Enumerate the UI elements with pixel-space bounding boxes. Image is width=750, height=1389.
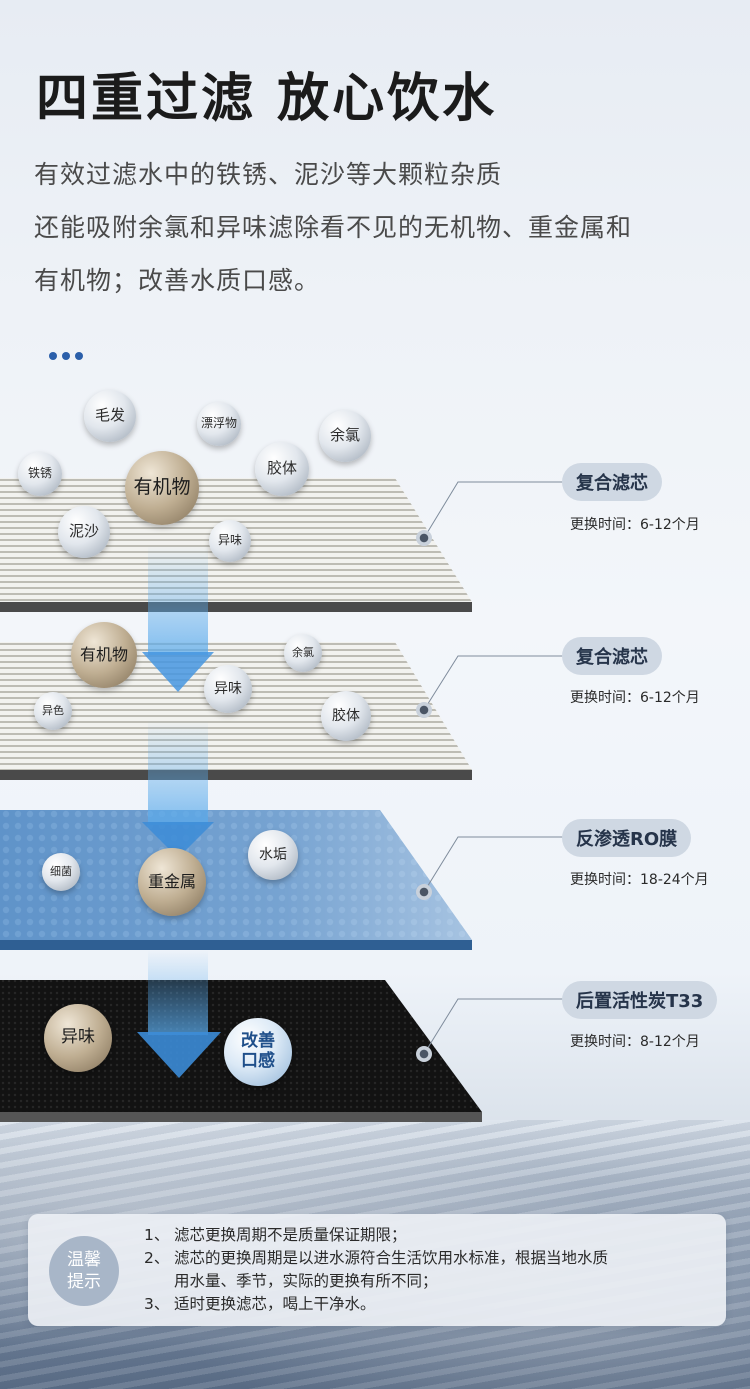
filter-name-tag: 复合滤芯 [562,463,662,501]
particle-colloid: 胶体 [255,442,309,496]
down-arrow-icon [137,1032,221,1078]
particle-organic: 有机物 [125,451,199,525]
filter-life-text: 更换时间：8-12个月 [570,1034,700,1050]
particle-scale: 水垢 [248,830,298,880]
tips-badge-line: 提示 [67,1272,101,1292]
callout-pin [416,1046,432,1062]
tips-badge: 温馨 提示 [49,1236,119,1306]
filter-life-text: 更换时间：18-24个月 [570,872,709,888]
callout-pin [416,702,432,718]
improve-label: 改善 [241,1031,275,1052]
callout-pin [416,530,432,546]
more-dots-icon [49,352,83,360]
intro-text: 有效过滤水中的铁锈、泥沙等大颗粒杂质 还能吸附余氯和异味滤除看不见的无机物、重金… [34,148,734,307]
intro-line: 还能吸附余氯和异味滤除看不见的无机物、重金属和 [34,213,633,242]
particle-hair: 毛发 [84,390,136,442]
tip-item: 3、适时更换滤芯，喝上干净水。 [144,1295,376,1313]
particle-odor: 异味 [44,1004,112,1072]
particle-chlorine: 余氯 [284,634,322,672]
tip-item: 2、滤芯的更换周期是以进水源符合生活饮用水标准，根据当地水质 [144,1249,609,1267]
intro-line: 有效过滤水中的铁锈、泥沙等大颗粒杂质 [34,160,503,189]
particle-heavy-metal: 重金属 [138,848,206,916]
tips-list: 1、滤芯更换周期不是质量保证期限； 2、滤芯的更换周期是以进水源符合生活饮用水标… [144,1224,608,1316]
callout-pin [416,884,432,900]
particle-rust: 铁锈 [18,452,62,496]
page-title: 四重过滤 放心饮水 [36,69,498,129]
filter-layer-3-ro [0,810,472,950]
tips-panel: 温馨 提示 1、滤芯更换周期不是质量保证期限； 2、滤芯的更换周期是以进水源符合… [28,1214,726,1326]
water-flow [148,950,208,1035]
tip-item: 1、滤芯更换周期不是质量保证期限； [144,1226,407,1244]
filter-life-text: 更换时间：6-12个月 [570,690,700,706]
filter-name-tag: 反渗透RO膜 [562,819,692,857]
water-flow [148,545,208,655]
particle-odor: 异味 [204,665,252,713]
tips-badge-line: 温馨 [67,1250,101,1270]
water-flow [148,720,208,825]
down-arrow-icon [142,652,214,692]
particle-sediment: 泥沙 [58,506,110,558]
particle-organic: 有机物 [71,622,137,688]
intro-line: 有机物；改善水质口感。 [34,266,321,295]
taste-label: 口感 [241,1051,275,1071]
tip-item: 用水量、季节，实际的更换有所不同； [174,1272,438,1290]
improve-taste-badge: 改善 口感 [224,1018,292,1086]
particle-bacteria: 细菌 [42,853,80,891]
particle-floating: 漂浮物 [197,402,241,446]
particle-chlorine: 余氯 [319,410,371,462]
particle-odor: 异味 [209,520,251,562]
particle-color: 异色 [34,692,72,730]
filter-name-tag: 后置活性炭T33 [562,981,718,1019]
filter-life-text: 更换时间：6-12个月 [570,517,700,533]
particle-colloid: 胶体 [321,691,371,741]
filter-name-tag: 复合滤芯 [562,637,662,675]
